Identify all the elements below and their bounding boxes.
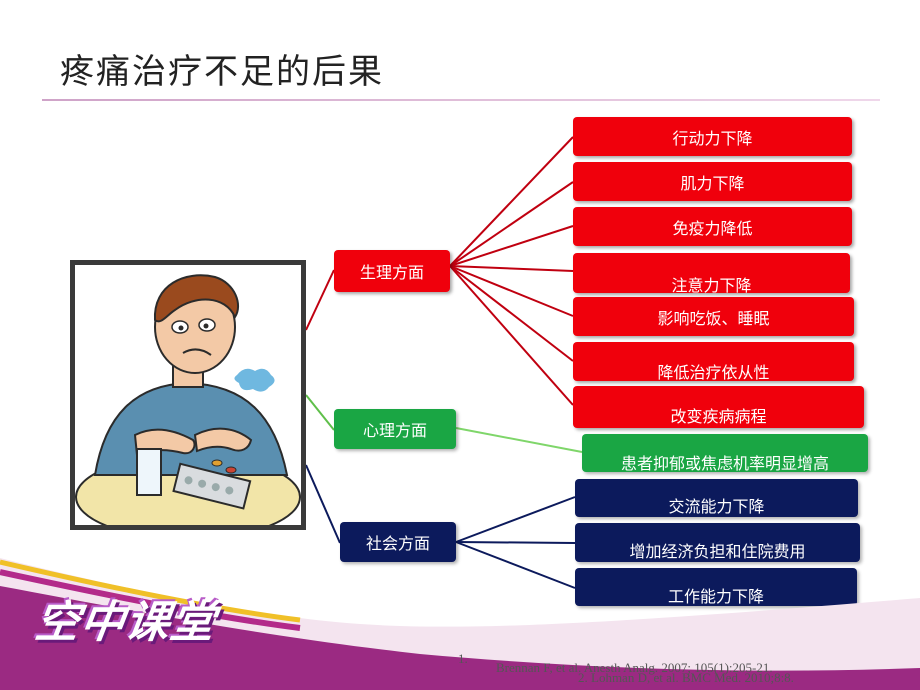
psychological-link [455,427,583,453]
sick-man-illustration [75,274,301,540]
social-fan [455,496,576,589]
glass-icon [136,448,162,496]
illustration-frame [70,260,306,540]
reference-2: 2. Lohman D, et al. BMC Med. 2010;8:8. [578,670,794,685]
reference-1-number: 1. [458,651,468,666]
category-physiological: 生理方面 [334,250,450,292]
social-item: 增加经济负担和住院费用 [575,523,860,562]
logo-text: 空中课堂 [31,597,219,648]
physio-item: 注意力下降 [573,253,850,295]
social-item: 工作能力下降 [575,568,857,606]
physio-item: 免疫力降低 [573,207,852,246]
physio-item: 影响吃饭、睡眠 [573,297,854,336]
physio-item: 降低治疗依从性 [573,342,854,382]
connector-physiological [305,269,335,331]
shirt-shape [93,381,289,476]
connector-psychological [305,394,335,431]
reference-1: Brennan F, et al. Anesth Analg. 2007; 10… [496,660,773,675]
psych-item: 患者抑郁或焦虑机率明显增高 [582,434,868,473]
slide-title: 疼痛治疗不足的后果 [60,52,384,92]
physio-item: 行动力下降 [573,117,852,156]
hair-shape [153,274,240,323]
pill-blister-icon [172,462,252,510]
social-item: 交流能力下降 [575,479,858,517]
physio-item: 改变疾病病程 [573,386,864,428]
connector-social [305,464,341,544]
logo-band [0,558,920,690]
physio-item: 肌力下降 [573,162,852,201]
title-divider [42,99,880,101]
category-psychological: 心理方面 [334,409,456,449]
cough-puff-icon [234,368,275,392]
category-social: 社会方面 [340,522,456,562]
physiological-fan [449,136,574,406]
